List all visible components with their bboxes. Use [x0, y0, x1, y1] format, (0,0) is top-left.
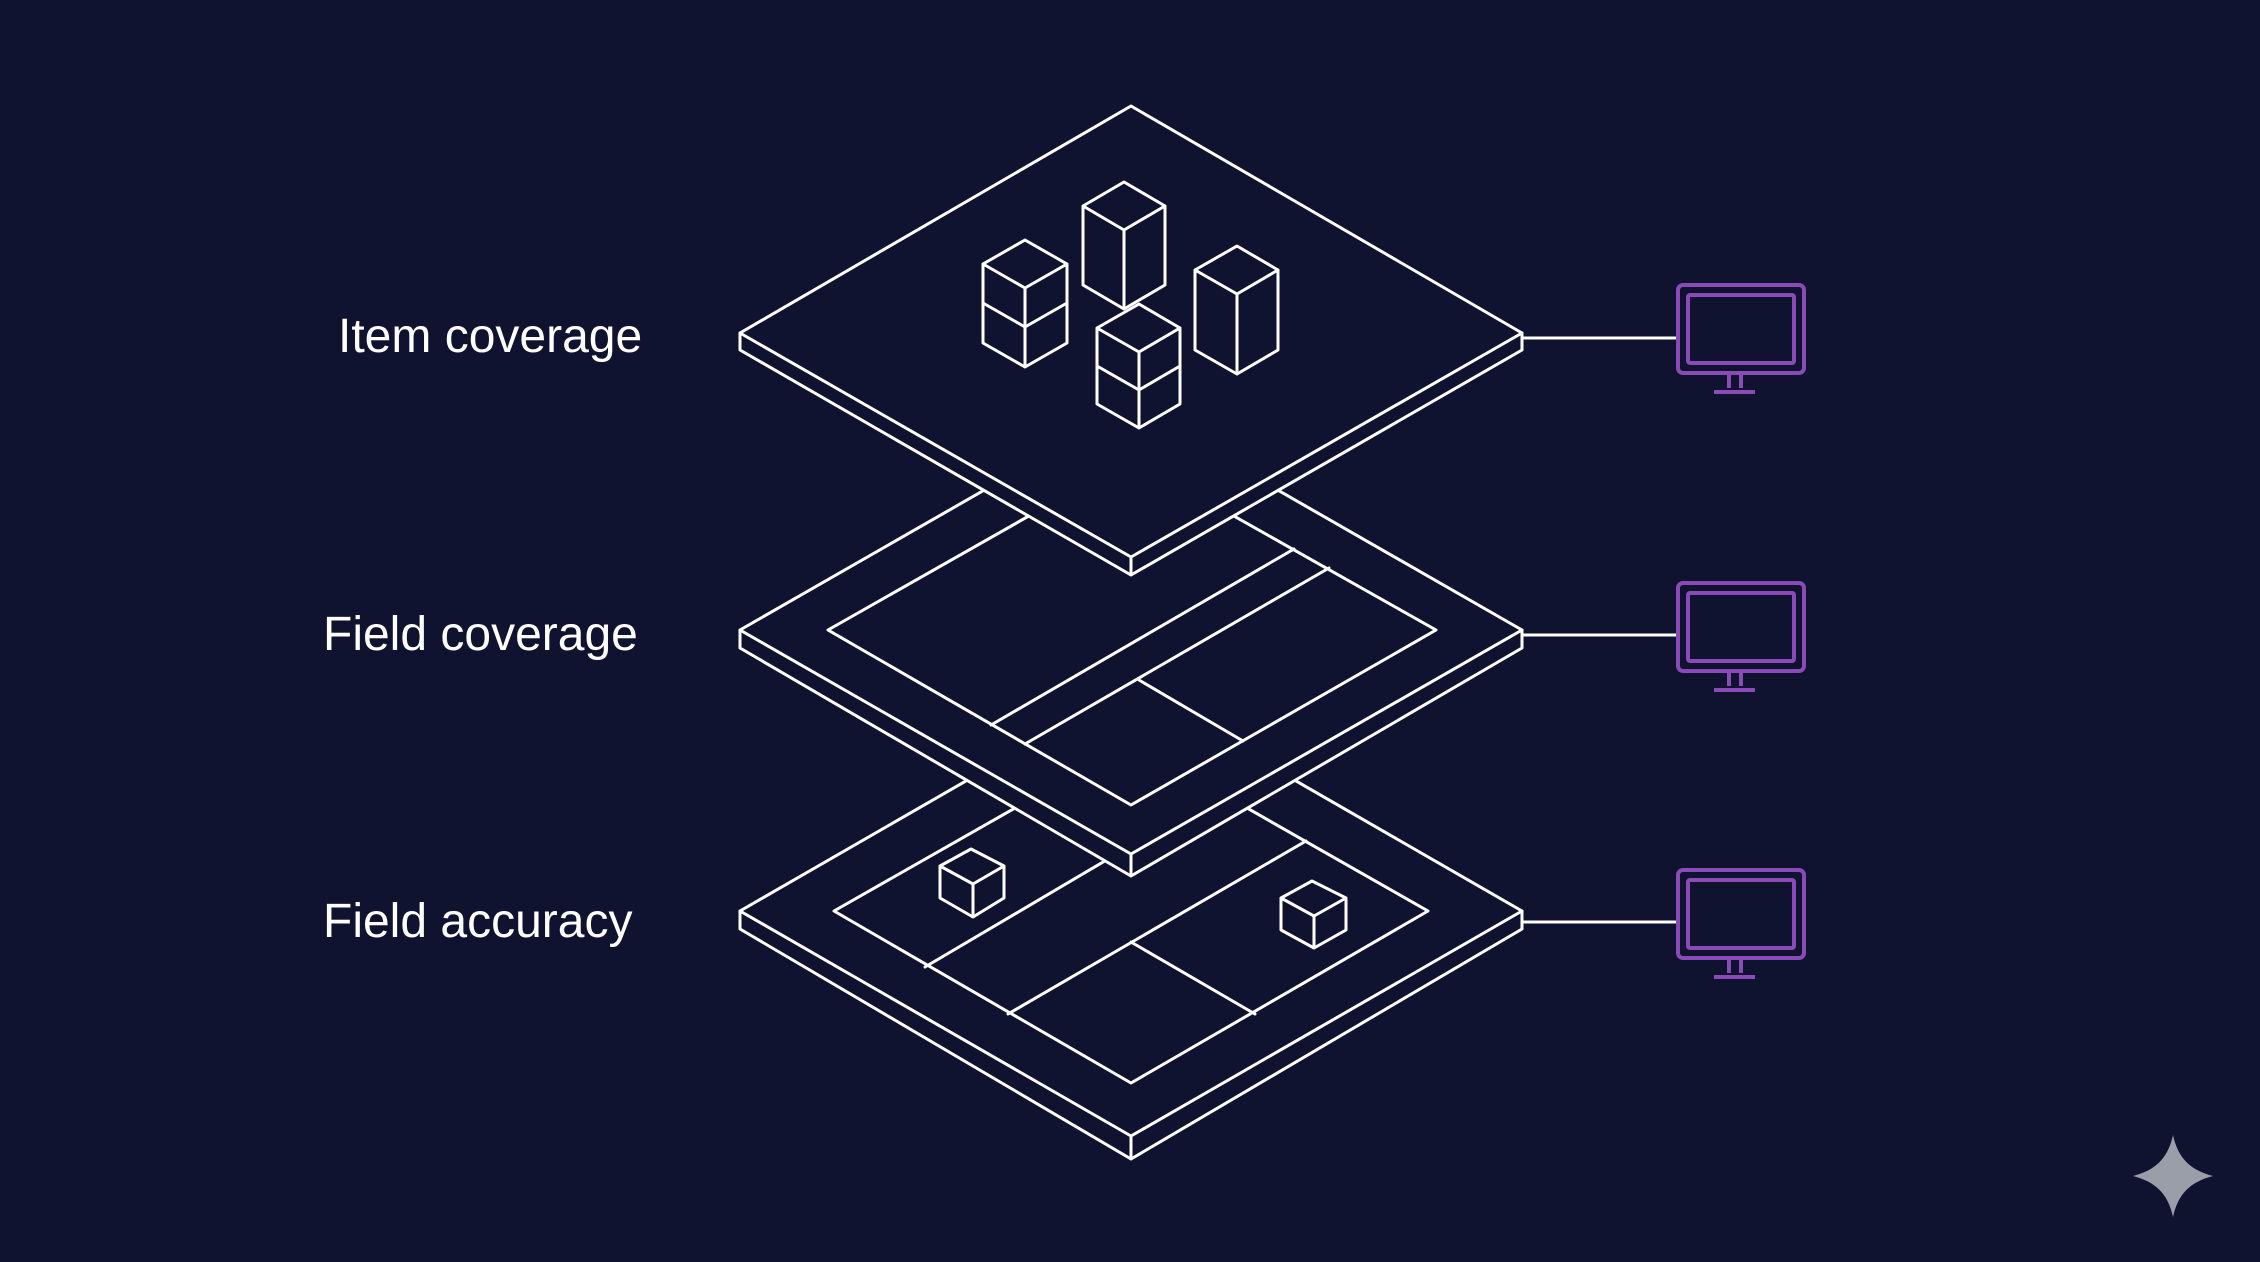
connectors	[1520, 336, 1678, 924]
item-box-stack	[981, 238, 1069, 369]
monitor-icon	[1676, 868, 1806, 979]
small-cube	[1279, 879, 1348, 950]
layer-label-item-coverage: Item coverage	[338, 310, 643, 363]
layer-label-field-accuracy: Field accuracy	[323, 895, 633, 948]
small-cube	[938, 847, 1006, 919]
layer-field-coverage	[738, 404, 1524, 878]
item-box-tall	[1193, 244, 1280, 376]
item-box-stack	[1095, 302, 1182, 430]
inner-panel-divider	[1137, 678, 1245, 743]
monitor-icon	[1676, 581, 1806, 692]
platform-occluder	[740, 406, 1522, 876]
monitor-icon	[1676, 283, 1806, 394]
inner-panel-divider-strip	[989, 547, 1331, 746]
sparkle-icon	[2133, 1135, 2213, 1217]
item-box-tall	[1081, 180, 1167, 311]
layer-item-coverage	[738, 104, 1524, 577]
layer-label-field-coverage: Field coverage	[323, 608, 638, 661]
platform-thickness	[738, 628, 1524, 878]
platform-thickness	[738, 331, 1524, 577]
